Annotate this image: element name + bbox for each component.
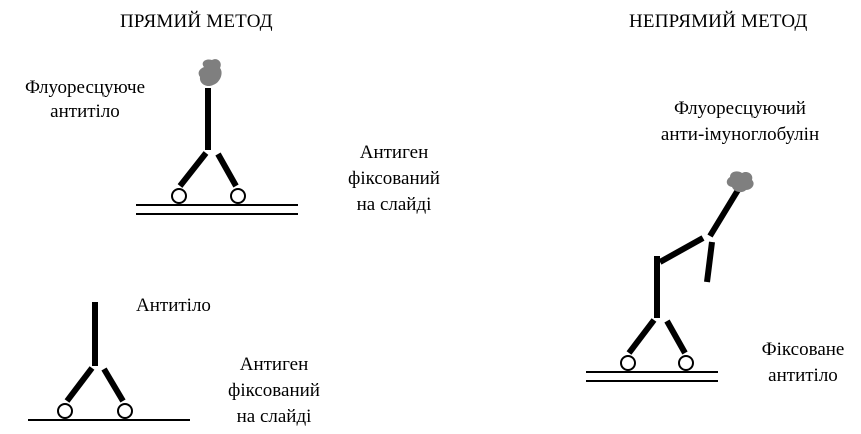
antigen-circle — [230, 188, 246, 204]
fluorescent-anti-ig-line-1: Флуоресцуючий — [674, 98, 806, 119]
fluorescent-antibody-line-1: Флуоресцуюче — [24, 77, 146, 98]
fixed-antibody-line-1: Фіксоване — [761, 339, 845, 360]
indirect-complex — [586, 171, 754, 382]
secondary-antibody-arm — [704, 241, 715, 283]
antigen-circle — [620, 355, 636, 371]
antigen-circle — [117, 403, 133, 419]
fluorescent-anti-ig-line-2: анти-імуноглобулін — [660, 124, 820, 145]
fixed-antibody-arm — [626, 318, 657, 355]
antibody-arm — [64, 366, 95, 403]
secondary-antibody-arm — [658, 235, 705, 265]
antigen-fixed-top-label: Антиген фіксований на слайді — [330, 140, 458, 218]
antigen-fixed-top-line-3: на слайді — [356, 194, 432, 215]
antigen-circle — [57, 403, 73, 419]
antigen-fixed-bottom-line-3: на слайді — [236, 406, 312, 427]
fixed-antibody-label: Фіксоване антитіло — [748, 337, 858, 389]
antibody-arm — [101, 367, 126, 403]
antigen-circle — [678, 355, 694, 371]
secondary-antibody-stem — [707, 188, 741, 238]
fluorescent-anti-ig-label: Флуоресцуючий анти-імуноглобулін — [640, 96, 840, 148]
fluorophore-blob — [726, 171, 754, 193]
fixed-antibody-line-2: антитіло — [768, 365, 838, 386]
antigen-fixed-bottom-line-1: Антиген — [239, 354, 309, 375]
direct-top-complex — [136, 59, 298, 215]
antigen-fixed-top-line-2: фіксований — [348, 168, 440, 189]
indirect-method-title: НЕПРЯМИЙ МЕТОД — [629, 11, 808, 32]
direct-method-title: ПРЯМИЙ МЕТОД — [120, 11, 273, 32]
fluorescent-antibody-line-2: антитіло — [50, 101, 120, 122]
antibody-arm — [177, 151, 209, 188]
antigen-fixed-bottom-line-2: фіксований — [228, 380, 320, 401]
antigen-fixed-top-line-1: Антиген — [359, 142, 429, 163]
fluorophore-blob — [198, 59, 222, 87]
antibody-arm — [215, 152, 239, 188]
fluorescent-antibody-label: Флуоресцуюче антитіло — [4, 76, 166, 124]
direct-bottom-complex — [28, 302, 190, 421]
antigen-circle — [171, 188, 187, 204]
fixed-antibody-arm — [664, 319, 688, 355]
antigen-fixed-bottom-label: Антиген фіксований на слайді — [210, 352, 338, 430]
antibody-label: Антитіло — [136, 295, 211, 316]
